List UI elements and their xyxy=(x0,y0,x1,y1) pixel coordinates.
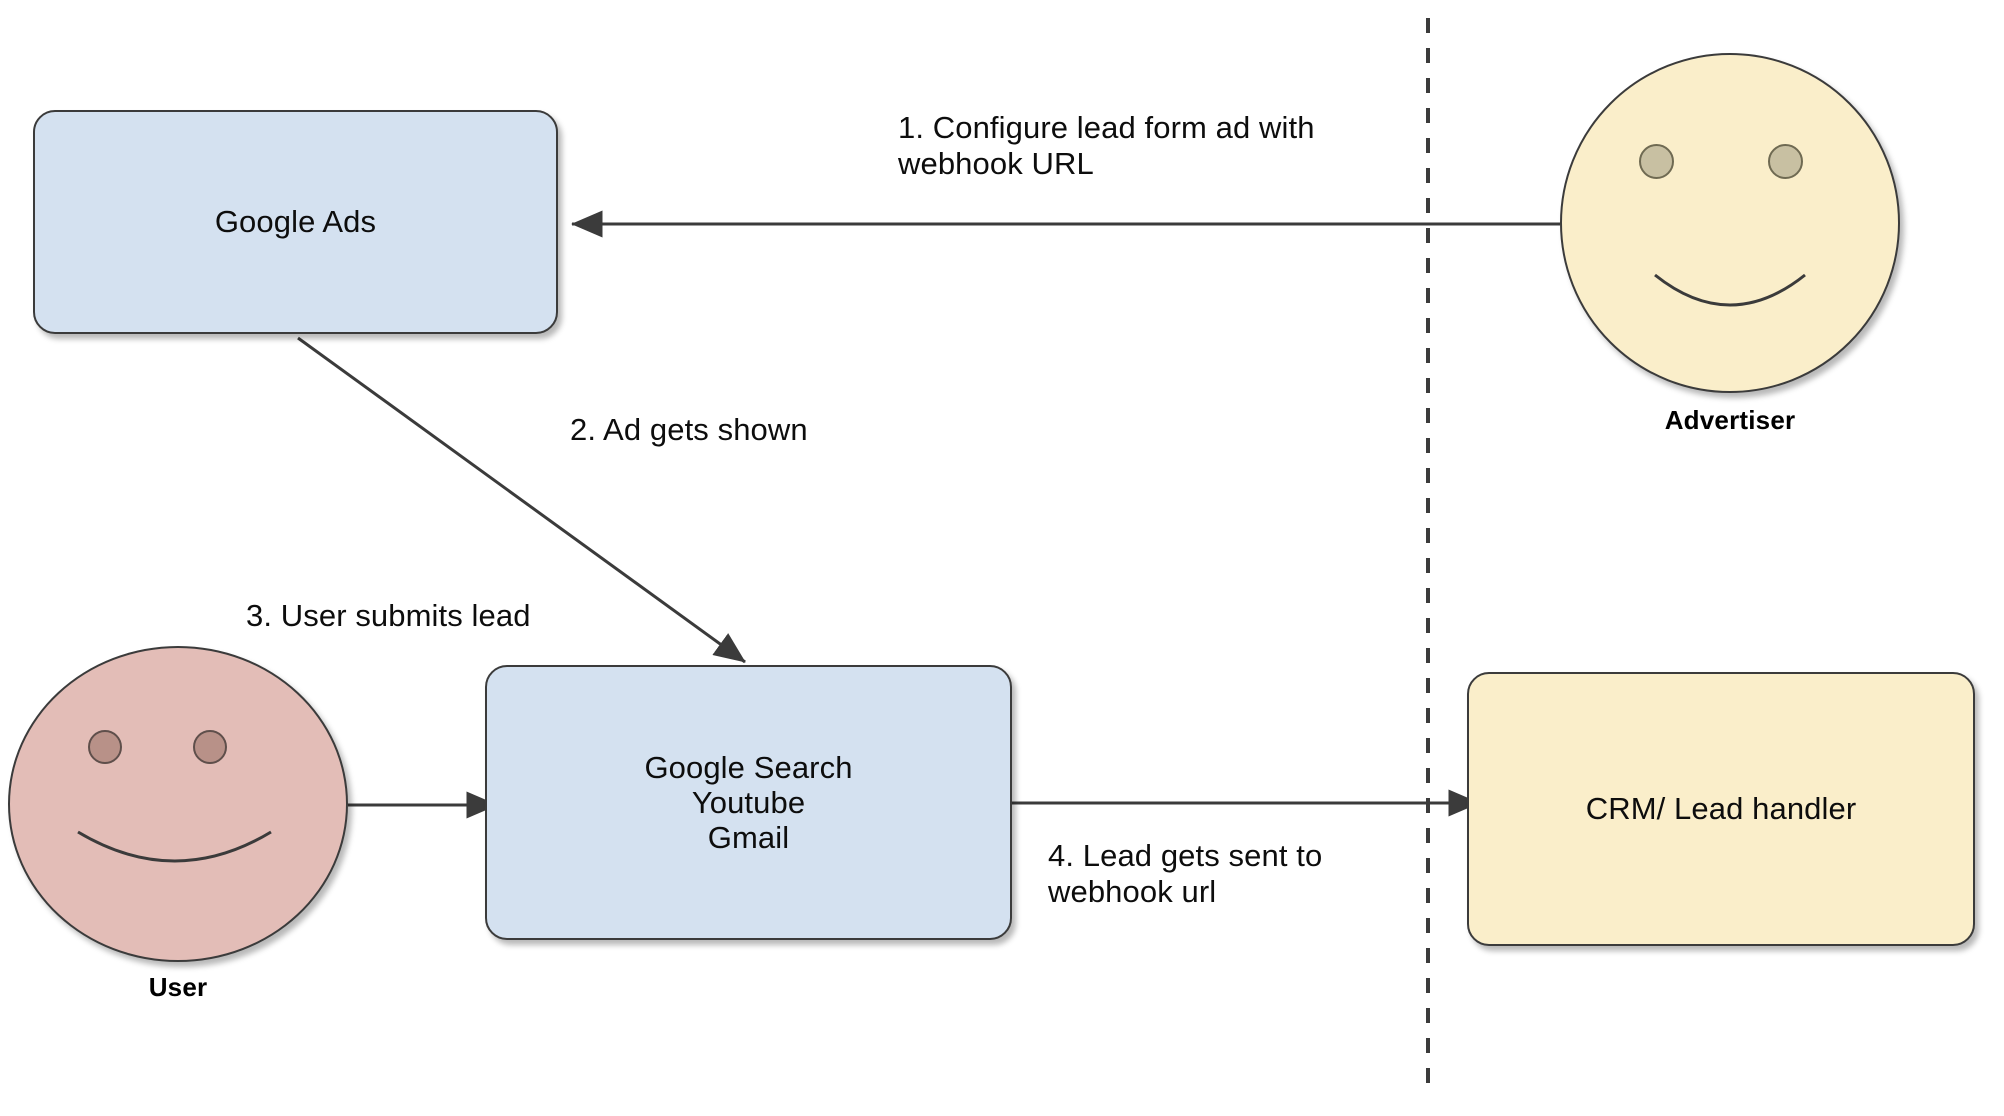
node-crm-lead-handler[interactable]: CRM/ Lead handler xyxy=(1467,672,1975,946)
eye-right-icon xyxy=(1768,144,1803,179)
edge-label-step-2: 2. Ad gets shown xyxy=(570,412,808,447)
smiley-face-icon xyxy=(1560,53,1900,393)
node-google-ads[interactable]: Google Ads xyxy=(33,110,558,334)
smile-mouth-icon xyxy=(1654,273,1806,307)
actor-user-caption: User xyxy=(148,972,208,1002)
actor-advertiser[interactable]: Advertiser xyxy=(1560,53,1900,435)
smile-mouth-icon xyxy=(77,830,272,863)
smiley-face-icon xyxy=(8,646,348,962)
node-crm-lead-handler-label: CRM/ Lead handler xyxy=(1585,791,1857,827)
actor-advertiser-caption: Advertiser xyxy=(1664,405,1796,435)
edge-label-step-1: 1. Configure lead form ad with webhook U… xyxy=(898,110,1315,181)
eye-left-icon xyxy=(1639,144,1674,179)
node-google-surfaces-label: Google Search Youtube Gmail xyxy=(644,749,853,855)
node-google-surfaces[interactable]: Google Search Youtube Gmail xyxy=(485,665,1012,940)
actor-user[interactable]: User xyxy=(8,646,348,1002)
eye-right-icon xyxy=(193,730,227,764)
node-google-ads-label: Google Ads xyxy=(214,204,377,240)
edge-label-step-4: 4. Lead gets sent to webhook url xyxy=(1048,838,1323,909)
eye-left-icon xyxy=(88,730,122,764)
edge-label-step-3: 3. User submits lead xyxy=(246,598,531,633)
